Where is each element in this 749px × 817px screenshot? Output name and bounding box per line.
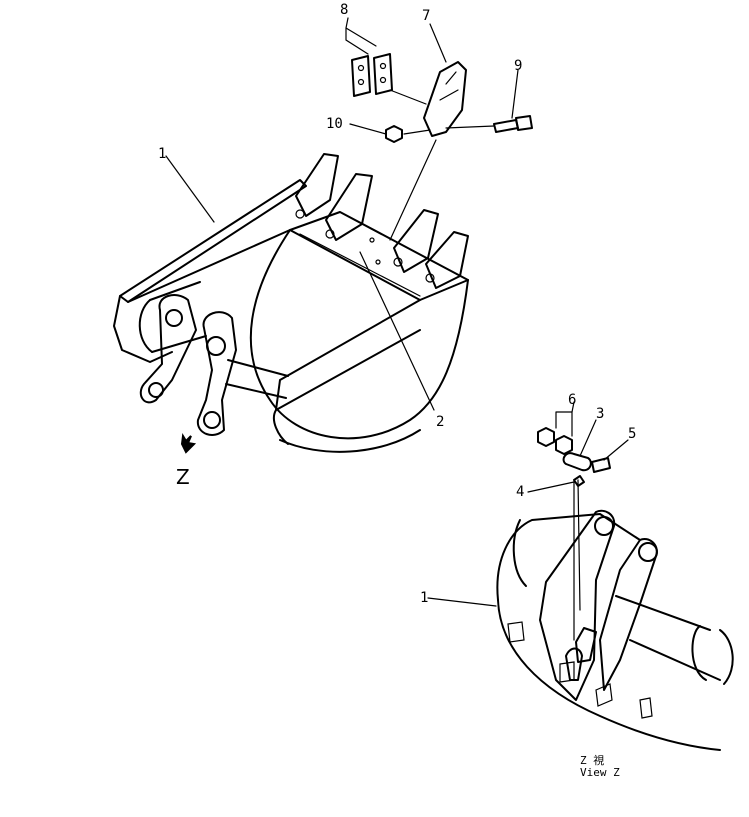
- tooth-point-part-7: [423, 61, 467, 137]
- callout-6: 6: [568, 392, 576, 408]
- nut-part-10: [385, 125, 403, 143]
- callout-3: 3: [596, 406, 604, 422]
- leader-lines: [165, 17, 629, 607]
- callout-2: 2: [436, 414, 444, 430]
- adapter-plates-part-8: [345, 27, 393, 97]
- bolt-part-9: [493, 115, 533, 133]
- view-z-arrow-label: Z: [176, 465, 190, 489]
- view-caption-line2: View Z: [580, 766, 620, 779]
- callout-5: 5: [628, 426, 636, 442]
- callout-1-view-z: 1: [420, 590, 428, 606]
- callout-9: 9: [514, 58, 522, 74]
- callout-7: 7: [422, 8, 430, 24]
- callout-8: 8: [340, 2, 348, 18]
- callout-4: 4: [516, 484, 524, 500]
- callout-10: 10: [326, 116, 343, 132]
- bucket-assembly: [113, 153, 469, 453]
- callout-1: 1: [158, 146, 166, 162]
- view-caption-line1: Z 視: [580, 753, 604, 767]
- view-z-small-parts: [537, 411, 611, 487]
- view-z-arrow: [180, 433, 197, 454]
- view-z-detail: [496, 479, 734, 751]
